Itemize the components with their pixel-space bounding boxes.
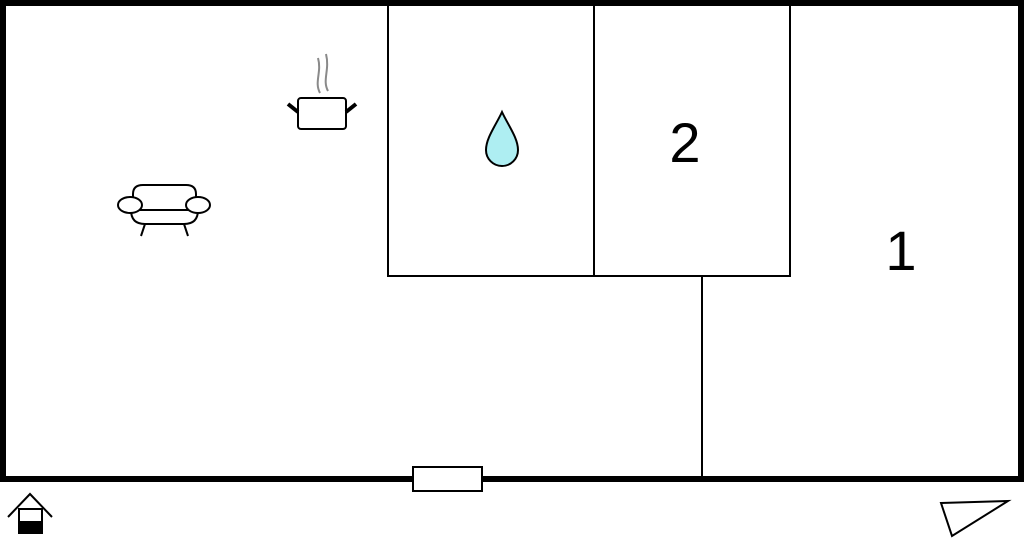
entrance-house-icon (7, 492, 53, 534)
inner-rooms-wall (387, 2, 791, 277)
outer-wall (0, 0, 1024, 482)
north-triangle-icon (939, 499, 1012, 538)
sofa-icon (117, 184, 211, 237)
entrance-door (412, 466, 483, 492)
water-drop-icon (484, 109, 520, 167)
room-label-1: 1 (885, 219, 916, 282)
kitchen-pot-icon (286, 53, 358, 130)
room-label-2: 2 (669, 111, 700, 174)
